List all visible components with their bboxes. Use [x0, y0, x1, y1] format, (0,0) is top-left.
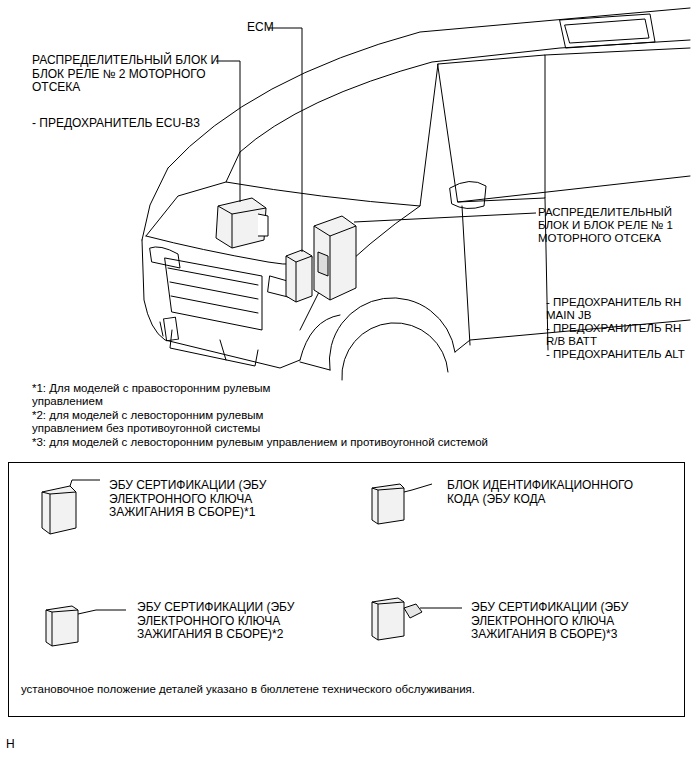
leader-lines-stroke: [354, 213, 536, 222]
icon-leader-lines: [92, 480, 432, 610]
ecu-icons-stroke: [404, 604, 422, 618]
text-slot: ЭБУ СЕРТИФИКАЦИИ (ЭБУ ЭЛЕКТРОННОГО КЛЮЧА…: [109, 479, 314, 520]
engine-parts-stroke: [318, 252, 328, 276]
ecu-icons-stroke: [46, 610, 78, 646]
label-slot: - ПРЕДОХРАНИТЕЛЬ ECU-B3: [32, 117, 262, 131]
icon-leader-lines-stroke: [120, 610, 126, 611]
car-body-stroke: [168, 268, 258, 313]
ecu-icons-stroke: [420, 608, 462, 609]
label-slot: H: [6, 738, 36, 752]
part-label: - ПРЕДОХРАНИТЕЛЬ RH MAIN JB: [546, 296, 686, 322]
part-label: ECM: [247, 21, 307, 35]
car-body-stroke: [300, 206, 420, 330]
ecu-icons-stroke: [70, 480, 92, 486]
part-label: - ПРЕДОХРАНИТЕЛЬ ALT: [546, 348, 686, 361]
icon-leader-lines-stroke: [92, 480, 100, 481]
car-body-stroke: [168, 8, 690, 168]
part-label: РАСПРЕДЕЛИТЕЛЬНЫЙ БЛОК И БЛОК РЕЛЕ № 1 М…: [538, 206, 688, 245]
icon-leader-lines-stroke: [412, 484, 432, 490]
engine-parts-stroke: [314, 216, 356, 300]
frame-note: установочное положение деталей указано в…: [21, 683, 671, 697]
car-body-stroke: [545, 48, 690, 55]
car-body-stroke: [300, 362, 330, 370]
car-body: [142, 8, 690, 380]
engine-parts-stroke: [314, 226, 356, 300]
engine-parts-stroke: [258, 214, 268, 236]
text-slot: ЭБУ СЕРТИФИКАЦИИ (ЭБУ ЭЛЕКТРОННОГО КЛЮЧА…: [137, 601, 347, 642]
footnote: *3: для моделей с левосторонним рулевым …: [32, 436, 672, 449]
car-body-stroke: [342, 323, 448, 380]
part-label: РАСПРЕДЕЛИТЕЛЬНЫЙ БЛОК И БЛОК РЕЛЕ № 2 М…: [32, 54, 242, 95]
car-body-stroke: [455, 320, 690, 352]
engine-parts-stroke: [286, 250, 312, 302]
car-body-stroke: [150, 247, 180, 268]
ecu-icons: [42, 480, 462, 646]
label-slot: - ПРЕДОХРАНИТЕЛЬ ALT: [546, 348, 686, 361]
car-body-stroke: [450, 181, 486, 208]
ecu-icons-stroke: [42, 486, 76, 534]
part-label: - ПРЕДОХРАНИТЕЛЬ ECU-B3: [32, 117, 262, 131]
label-slot: - ПРЕДОХРАНИТЕЛЬ RH MAIN JB: [546, 296, 686, 322]
car-body-stroke: [142, 168, 168, 240]
label-slot: РАСПРЕДЕЛИТЕЛЬНЫЙ БЛОК И БЛОК РЕЛЕ № 2 М…: [32, 54, 242, 95]
car-body-stroke: [170, 330, 258, 366]
label-slot: *3: для моделей с левосторонним рулевым …: [32, 436, 672, 449]
car-body-stroke: [329, 298, 455, 370]
ecu-icons-stroke: [78, 610, 120, 614]
ecu-icons-stroke: [42, 492, 76, 534]
ecu-icons-stroke: [404, 490, 412, 492]
part-label: - ПРЕДОХРАНИТЕЛЬ RH R/B BATT: [546, 322, 686, 348]
car-body-stroke: [142, 240, 300, 368]
ecu-icons-stroke: [372, 484, 404, 524]
ecu-label: ЭБУ СЕРТИФИКАЦИИ (ЭБУ ЭЛЕКТРОННОГО КЛЮЧА…: [471, 601, 676, 642]
leader-lines-stroke: [268, 28, 302, 252]
label-slot: *1: Для моделей с правосторонним рулевым…: [32, 382, 282, 408]
ecu-icons-stroke: [372, 488, 404, 524]
car-body-stroke: [438, 55, 545, 202]
leader-lines: [216, 28, 536, 252]
ecu-icons-stroke: [372, 598, 404, 640]
car-body-stroke: [240, 40, 690, 152]
car-body-stroke: [565, 19, 649, 43]
car-body-stroke: [462, 206, 470, 345]
engine-parts-stroke: [286, 256, 312, 302]
car-body-stroke: [458, 176, 690, 202]
ecu-icons-stroke: [46, 606, 78, 646]
label-slot: РАСПРЕДЕЛИТЕЛЬНЫЙ БЛОК И БЛОК РЕЛЕ № 1 М…: [538, 206, 688, 245]
label-slot: *2: для моделей с левосторонним рулевым …: [32, 409, 332, 435]
car-body-stroke: [226, 64, 438, 206]
ecu-label: БЛОК ИДЕНТИФИКАЦИОННОГО КОДА (ЭБУ КОДА: [447, 479, 647, 506]
car-body-stroke: [165, 258, 262, 330]
ecu-icons-stroke: [372, 602, 404, 640]
text-slot: ЭБУ СЕРТИФИКАЦИИ (ЭБУ ЭЛЕКТРОННОГО КЛЮЧА…: [471, 601, 676, 642]
ecu-label: ЭБУ СЕРТИФИКАЦИИ (ЭБУ ЭЛЕКТРОННОГО КЛЮЧА…: [109, 479, 314, 520]
car-body-stroke: [146, 182, 226, 236]
car-body-stroke: [560, 14, 655, 48]
parts-frame: ЭБУ СЕРТИФИКАЦИИ (ЭБУ ЭЛЕКТРОННОГО КЛЮЧА…: [8, 462, 685, 717]
footnote: *1: Для моделей с правосторонним рулевым…: [32, 382, 282, 408]
ecu-label: ЭБУ СЕРТИФИКАЦИИ (ЭБУ ЭЛЕКТРОННОГО КЛЮЧА…: [137, 601, 347, 642]
text-slot: установочное положение деталей указано в…: [21, 683, 671, 697]
car-body-stroke: [164, 317, 179, 340]
footnote: *2: для моделей с левосторонним рулевым …: [32, 409, 332, 435]
text-slot: БЛОК ИДЕНТИФИКАЦИОННОГО КОДА (ЭБУ КОДА: [447, 479, 647, 506]
label-slot: ECM: [247, 21, 307, 35]
leader-lines-stroke: [216, 61, 240, 202]
car-body-stroke: [160, 322, 226, 360]
engine-parts: [216, 198, 356, 302]
label-slot: - ПРЕДОХРАНИТЕЛЬ RH R/B BATT: [546, 322, 686, 348]
page-mark: H: [6, 738, 36, 752]
